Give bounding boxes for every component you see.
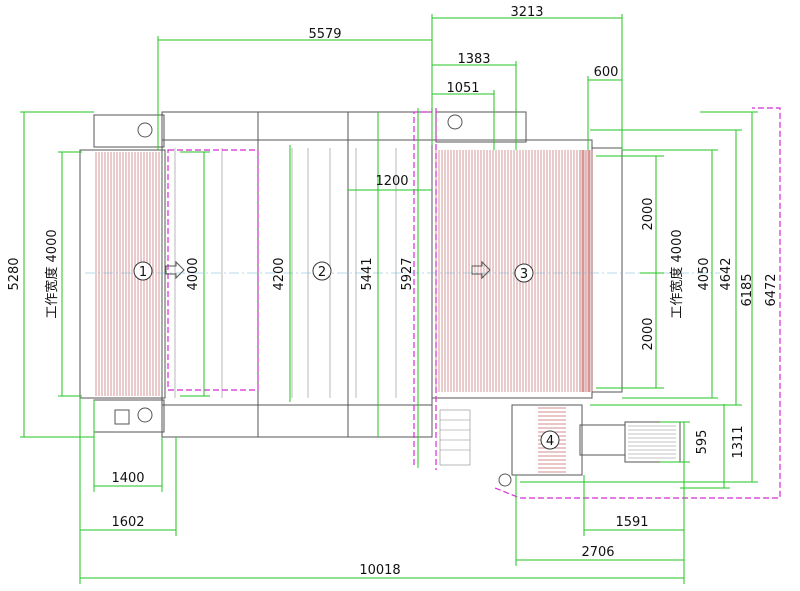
dim-4200: 4200: [272, 257, 287, 290]
svg-text:4: 4: [546, 434, 554, 449]
dim-top-group: 3213 5579 1383 1051 600: [157, 5, 623, 150]
dim-5579: 5579: [308, 27, 341, 42]
dim-bottom-group: 1400 1602 1591 2706 10018: [79, 398, 685, 584]
machine-frame: [79, 111, 681, 476]
zone-label-3: 3: [514, 263, 534, 283]
work-width-left: 工作宽度 4000: [44, 229, 60, 318]
rollers-zone-1: [95, 152, 160, 396]
dim-2706: 2706: [581, 545, 614, 560]
rollers-zone-4: [538, 407, 676, 473]
zone-label-1: 1: [133, 261, 153, 281]
dim-6472: 6472: [764, 273, 779, 306]
svg-text:3: 3: [520, 267, 528, 282]
zone-label-4: 4: [540, 430, 560, 450]
dim-1311: 1311: [731, 425, 746, 458]
flow-arrows: [165, 260, 491, 280]
dim-1591: 1591: [615, 515, 648, 530]
dim-1602: 1602: [111, 515, 144, 530]
dim-5927: 5927: [400, 257, 415, 290]
dim-2000-top: 2000: [641, 197, 656, 230]
rollers-zone-right: [579, 150, 593, 392]
rollers-zone-3: [435, 150, 590, 392]
dim-5441: 5441: [360, 257, 375, 290]
zone-label-2: 2: [312, 261, 332, 281]
dim-1200: 1200: [375, 174, 408, 189]
walkway: [439, 409, 471, 466]
dim-6185: 6185: [740, 273, 755, 306]
dim-left-group: 5280 工作宽度 4000: [7, 111, 94, 438]
dim-2000-bottom: 2000: [641, 317, 656, 350]
dim-right-group: 2000 2000 工作宽度 4000 4050 4642 6185 6472 …: [520, 111, 779, 489]
dim-600: 600: [594, 65, 619, 80]
dim-3213: 3213: [510, 5, 543, 20]
dim-4000: 4000: [186, 257, 201, 290]
safety-guard: [167, 107, 781, 499]
dim-10018: 10018: [359, 563, 400, 578]
dim-5280: 5280: [7, 257, 22, 290]
dim-4642: 4642: [719, 257, 734, 290]
motor-symbols: [114, 114, 512, 487]
dim-1383: 1383: [457, 52, 490, 67]
dim-1400: 1400: [111, 471, 144, 486]
svg-text:2: 2: [318, 265, 326, 280]
dim-4050: 4050: [697, 257, 712, 290]
dim-595: 595: [695, 430, 710, 455]
svg-text:1: 1: [139, 265, 147, 280]
dim-1051: 1051: [446, 81, 479, 96]
work-width-right: 工作宽度 4000: [669, 229, 685, 318]
dim-inner-group: 4000 4200 5441 5927 1200: [180, 108, 432, 468]
